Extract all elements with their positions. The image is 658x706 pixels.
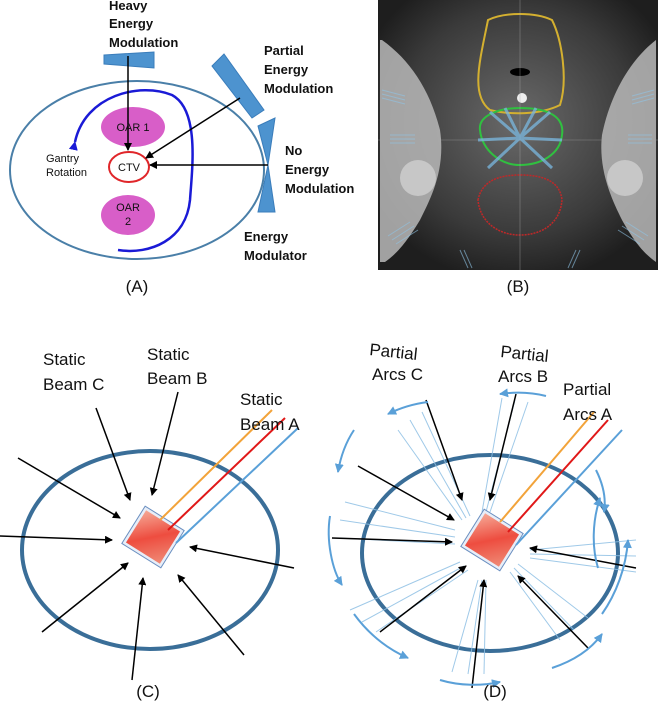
caption-d: (D) [483, 682, 507, 701]
beam-a-label-line2: Beam A [240, 415, 300, 434]
body-outline-d [360, 453, 620, 653]
partial-label-line3: Modulation [264, 81, 333, 96]
none-label-line1: No [285, 143, 302, 158]
arcs-c-label-line2: Arcs C [372, 365, 423, 384]
arcs-b-label-line2: Arcs B [498, 367, 548, 386]
arcs-a-label-line1: Partial [563, 380, 611, 399]
arcs-b-label-line1: Partial [500, 342, 550, 366]
gantry-arcs [327, 388, 632, 689]
arcs-c-label-line1: Partial [369, 340, 419, 364]
target-volume-d [460, 508, 524, 572]
heavy-label-line3: Modulation [109, 35, 178, 50]
arc-a-orange [499, 411, 595, 523]
none-label-line2: Energy [285, 162, 330, 177]
oar-2-label-line1: OAR [116, 202, 140, 214]
beam-a-label-line1: Static [240, 390, 283, 409]
beam-b-label-line2: Beam B [147, 369, 207, 388]
caption-a: (A) [126, 277, 149, 296]
gantry-rotation-arc [68, 89, 194, 253]
target-contour [478, 106, 564, 167]
modulator-label-line2: Modulator [244, 248, 307, 263]
fiducial [517, 93, 527, 103]
oar-1-label: OAR 1 [116, 122, 149, 134]
static-beam-arrows [0, 391, 295, 681]
none-label-line3: Modulation [285, 181, 354, 196]
ctv-label: CTV [118, 162, 141, 174]
arc-center-arrows [331, 393, 637, 689]
panel-d: Partial Arcs C Partial Arcs B Partial Ar… [327, 340, 637, 701]
panel-b: (B) [378, 0, 658, 296]
arcs-a-label-line2: Arcs A [563, 405, 613, 424]
arc-a-blue [515, 429, 623, 546]
partial-modulator-wedge [211, 53, 265, 119]
rectum-contour [477, 174, 563, 236]
heavy-label-line1: Heavy [109, 0, 148, 13]
beam-a-blue [175, 427, 299, 544]
partial-label-line2: Energy [264, 62, 309, 77]
oar-2-label-line2: 2 [125, 216, 131, 228]
panel-a: OAR 1 CTV OAR 2 Gantry Rotation Heavy En… [9, 0, 354, 296]
no-modulator-wedge [257, 117, 276, 166]
beam-c-label-line2: Beam C [43, 375, 104, 394]
caption-b: (B) [507, 277, 530, 296]
gantry-label-line1: Gantry [46, 153, 80, 165]
femoral-head-left [400, 160, 436, 196]
arc-beamlets [337, 397, 637, 675]
modulator-label-line1: Energy [244, 229, 289, 244]
beam-spokes [477, 107, 563, 170]
beam-a-red [167, 417, 286, 531]
body-outline-c [20, 449, 280, 651]
gantry-label-line2: Rotation [46, 167, 87, 179]
beam-a-orange [159, 409, 273, 521]
beam-hatches [381, 89, 655, 269]
partial-label-line1: Partial [264, 43, 304, 58]
beam-c-label-line1: Static [43, 350, 86, 369]
bone-right [601, 40, 656, 262]
target-volume-c [121, 505, 185, 569]
bone-left [380, 40, 442, 262]
caption-c: (C) [136, 682, 160, 701]
beam-b-label-line1: Static [147, 345, 190, 364]
panel-c: Static Beam C Static Beam B Static Beam … [0, 345, 300, 701]
partial-beam-arrow [145, 97, 241, 159]
bladder-contour [477, 13, 565, 115]
arc-a-red [507, 419, 609, 533]
oar-1-shape [101, 107, 165, 147]
body-outline [9, 80, 265, 260]
heavy-label-line2: Energy [109, 16, 154, 31]
no-modulator-wedge-lower [257, 164, 276, 213]
oar-2-shape [101, 195, 155, 235]
femoral-head-right [607, 160, 643, 196]
heavy-modulator-wedge [103, 51, 155, 69]
